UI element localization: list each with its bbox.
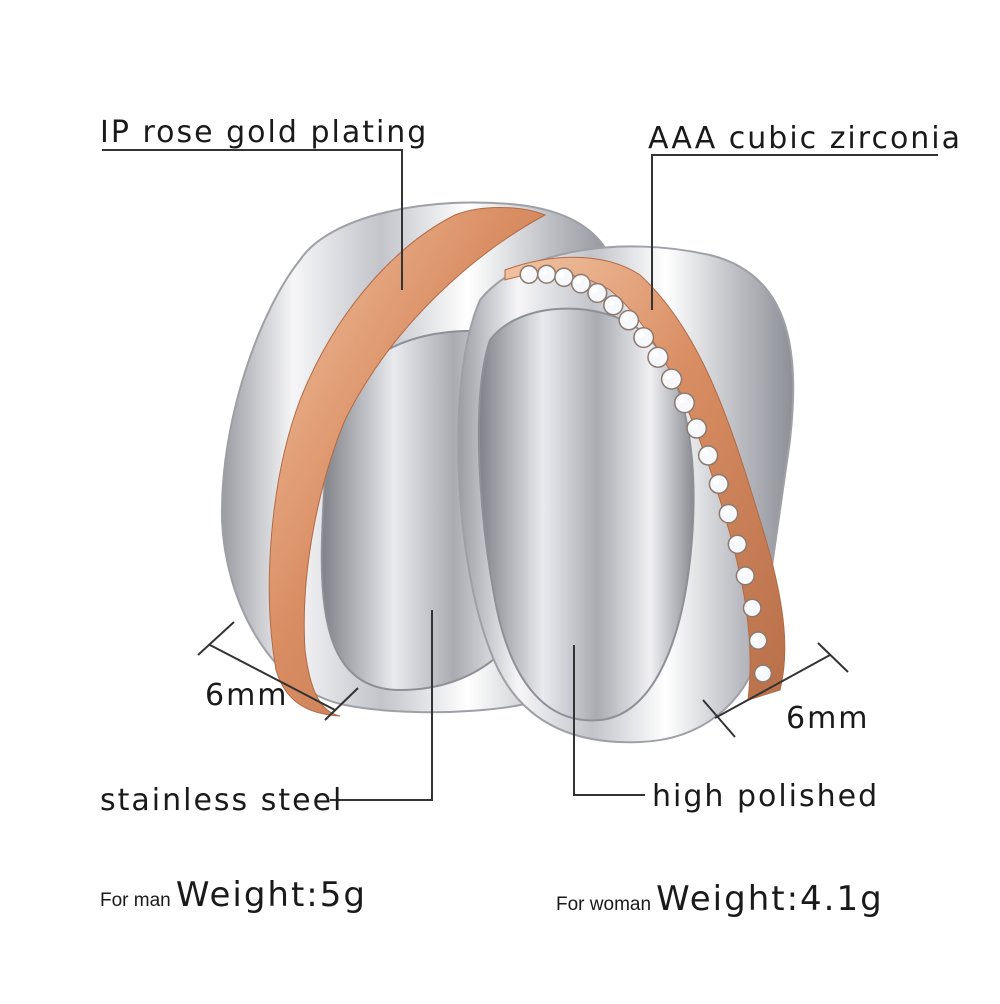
zirconia-stone — [718, 503, 739, 524]
womans-ring — [457, 245, 795, 744]
zirconia-stone-highlight — [574, 277, 582, 285]
zirconia-stone — [633, 327, 655, 349]
woman-weight: For woman Weight:4.1g — [556, 882, 884, 916]
zirconia-stone — [727, 534, 748, 555]
zirconia-stone — [647, 346, 669, 368]
zirconia-stone-highlight — [746, 602, 753, 609]
woman-weight-prefix: For woman — [556, 894, 652, 915]
leader-rose-gold — [102, 149, 403, 290]
zirconia-stone-highlight — [722, 507, 729, 515]
man-weight-prefix: For man — [100, 890, 171, 911]
zirconia-stone-highlight — [665, 372, 673, 380]
zirconia-stone-highlight — [591, 286, 598, 294]
zirconia-stone — [742, 598, 762, 618]
zirconia-stone-highlight — [757, 668, 764, 674]
zirconia-stone-highlight — [622, 313, 630, 321]
zirconia-stone — [570, 273, 591, 294]
leader-stainless — [330, 610, 433, 801]
zirconia-stone-highlight — [678, 396, 685, 404]
dim-line-man — [209, 644, 336, 711]
rose-gold-label: IP rose gold plating — [100, 115, 429, 150]
zirconia-stone — [554, 267, 574, 288]
zirconia-stone — [686, 418, 708, 439]
zirconia-stone-highlight — [752, 635, 759, 642]
zirconia-stone — [537, 264, 557, 284]
zirconia-stone-highlight — [523, 268, 530, 275]
zirconia-stone — [519, 265, 539, 284]
man-weight-value: Weight:5g — [175, 875, 367, 915]
dim-line-woman — [714, 654, 831, 719]
dim-tick-man-a — [197, 621, 235, 656]
zirconia-stone — [697, 445, 719, 466]
zirconia-channel — [504, 256, 786, 701]
zirconia-stone-highlight — [701, 449, 709, 456]
zirconia-stone-highlight — [690, 422, 698, 429]
leader-lines — [102, 149, 938, 801]
high-polished-label: high polished — [652, 779, 880, 814]
stainless-steel-label: stainless steel — [100, 783, 344, 818]
zirconia-stone — [708, 473, 729, 495]
zirconia-stone-highlight — [637, 331, 645, 339]
zirconia-stone — [735, 566, 755, 586]
zirconia-stone-highlight — [651, 350, 659, 358]
zirconia-stones — [519, 264, 773, 683]
zirconia-stone-highlight — [540, 268, 548, 275]
zirconia-stone — [748, 631, 768, 650]
rose-gold-stripe — [268, 207, 547, 717]
zirconia-stone-highlight — [731, 538, 738, 545]
zirconia-stone-highlight — [739, 570, 746, 577]
leader-zirconia — [651, 154, 938, 310]
man-weight: For man Weight:5g — [100, 878, 367, 912]
zirconia-stone-highlight — [607, 299, 614, 306]
dim-tick-man-b — [324, 687, 359, 721]
zirconia-stone — [587, 282, 608, 304]
zirconia-stone-highlight — [558, 271, 565, 278]
width-woman-label: 6mm — [786, 701, 870, 736]
woman-weight-value: Weight:4.1g — [656, 879, 884, 919]
leader-polished — [573, 645, 645, 796]
zirconia-stone — [618, 309, 640, 331]
width-man-label: 6mm — [205, 678, 289, 713]
dim-tick-woman-a — [702, 699, 736, 738]
zirconia-stone — [660, 368, 683, 390]
zirconia-stone — [753, 664, 773, 683]
dim-tick-woman-b — [817, 642, 849, 673]
zirconia-stone — [673, 392, 696, 414]
zirconia-stone-highlight — [712, 477, 720, 485]
zirconia-label: AAA cubic zirconia — [648, 121, 963, 156]
zirconia-stone — [603, 295, 624, 316]
